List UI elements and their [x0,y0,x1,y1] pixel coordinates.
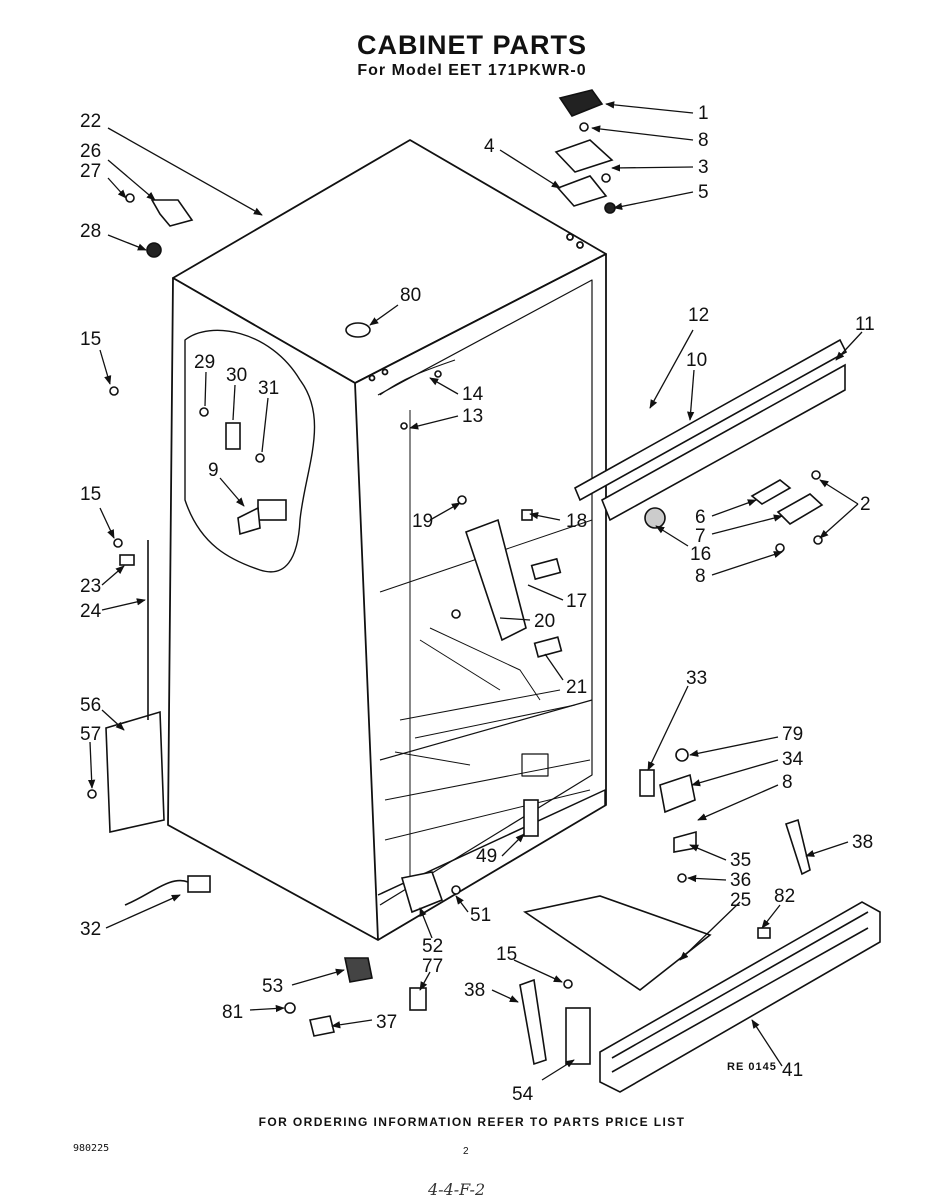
callout-5: 5 [698,182,709,203]
callout-11: 11 [855,314,875,335]
callout-54: 54 [512,1084,534,1105]
callout-25: 25 [730,890,751,911]
callout-15c: 15 [496,944,517,965]
callout-4: 4 [484,136,495,157]
side-cutaway-panel [184,329,316,573]
leader-lines [88,101,863,1081]
callout-21: 21 [566,677,587,698]
callout-7: 7 [695,526,706,547]
base-grille [599,901,881,1093]
callout-13: 13 [462,406,483,427]
ordering-footer: FOR ORDERING INFORMATION REFER TO PARTS … [258,1115,686,1129]
hinge-shim [556,175,608,207]
callout-49: 49 [476,846,497,867]
callout-38: 38 [852,832,873,853]
callout-19: 19 [412,511,433,532]
upper-bracket [150,199,194,227]
callout-53: 53 [262,976,283,997]
shelf-bracket [464,518,527,642]
callout-33: 33 [686,668,707,689]
callout-82: 82 [774,886,795,907]
callout-27: 27 [80,161,101,182]
top-hinge [554,139,614,173]
callout-17: 17 [566,591,587,612]
callout-1: 1 [698,103,709,124]
callout-15: 15 [80,329,101,350]
callout-23: 23 [80,576,101,597]
callout-31: 31 [258,378,279,399]
callout-38b: 38 [464,980,485,1001]
callout-81: 81 [222,1002,243,1023]
callout-8: 8 [698,130,709,151]
callout-32: 32 [80,919,101,940]
callout-36: 36 [730,870,751,891]
cabinet-drawing [167,139,607,941]
document-number: 980225 [73,1143,110,1154]
rail-upper [573,338,848,502]
drip-tray [522,895,712,991]
callout-52: 52 [422,936,443,957]
callout-22: 22 [80,111,101,132]
callout-28: 28 [80,221,101,242]
callout-30: 30 [226,365,247,386]
callout-2: 2 [860,494,871,515]
callout-57: 57 [80,724,101,745]
callout-8c: 8 [782,772,793,793]
callout-9: 9 [208,460,219,481]
callout-34: 34 [782,749,804,770]
callout-12: 12 [688,305,709,326]
callout-26: 26 [80,141,101,162]
page-number: 2 [463,1146,469,1157]
callout-24: 24 [80,601,102,622]
callout-3: 3 [698,157,709,178]
callout-labels: 1 8 3 5 4 22 26 27 28 80 12 11 10 15 29 … [80,103,875,1105]
model-subtitle: For Model EET 171PKWR-0 [357,62,587,79]
callout-8b: 8 [695,566,706,587]
callout-37: 37 [376,1012,397,1033]
callout-51: 51 [470,905,491,926]
callout-79: 79 [782,724,803,745]
callout-10: 10 [686,350,707,371]
cabinet-inner-liner [377,279,593,906]
callout-15b: 15 [80,484,101,505]
callout-35: 35 [730,850,751,871]
rail-lower [600,363,846,522]
handwritten-note: 4-4-F-2 [428,1180,486,1199]
callout-6: 6 [695,507,706,528]
reference-code: RE 0145 [727,1061,777,1073]
page-title: CABINET PARTS [356,30,587,60]
callout-56: 56 [80,695,101,716]
callout-14: 14 [462,384,484,405]
callout-29: 29 [194,352,215,373]
callout-16: 16 [690,544,711,565]
callout-80: 80 [400,285,421,306]
callout-18: 18 [566,511,587,532]
valve-body [257,499,287,521]
side-panel [105,710,165,833]
callout-20: 20 [534,611,555,632]
hardware-parts [87,89,881,1093]
cabinet-front-frame [354,253,607,941]
callout-77: 77 [422,956,443,977]
hinge-cap [558,89,604,117]
callout-41: 41 [782,1060,803,1081]
